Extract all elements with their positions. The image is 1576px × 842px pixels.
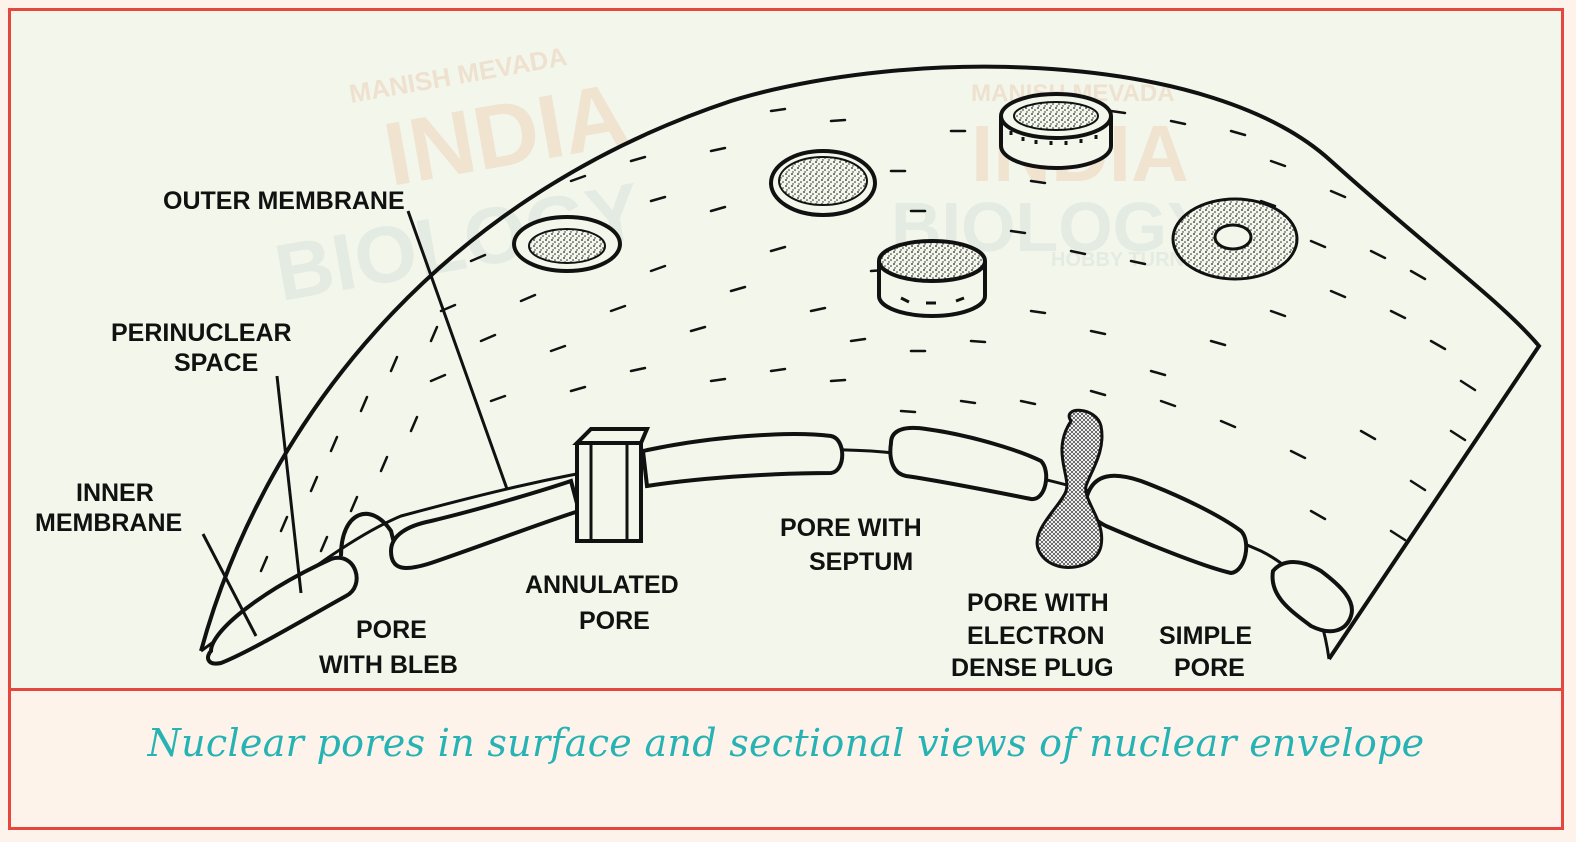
- surface-pore-ring: [1171, 197, 1299, 281]
- leader-lines: [201, 210, 509, 637]
- label-outer-membrane: OUTER MEMBRANE: [163, 187, 405, 215]
- label-inner-membrane-line1: INNER: [76, 479, 154, 507]
- section-segment-5: [1084, 473, 1249, 576]
- envelope-surface-outline: [199, 64, 1542, 661]
- section-segment-bleb: [339, 511, 398, 557]
- figure-caption: Nuclear pores in surface and sectional v…: [147, 721, 1425, 765]
- label-pore-with-bleb-line2: WITH BLEB: [319, 651, 458, 679]
- label-annulated-pore-line2: PORE: [579, 607, 650, 635]
- label-pore-with-plug-line3: DENSE PLUG: [951, 654, 1114, 682]
- section-segment-6: [1270, 560, 1354, 634]
- label-pore-with-plug-line1: PORE WITH: [967, 589, 1109, 617]
- label-annulated-pore-line1: ANNULATED: [525, 571, 679, 599]
- section-annulated-pore: [572, 427, 651, 543]
- membrane-section: [206, 425, 1354, 666]
- section-segment-1: [206, 555, 359, 666]
- surface-pore-simple: [512, 215, 622, 273]
- watermark: MANISH MEVADA INDIA BIOLOGY MANISH MEVAD…: [268, 41, 1213, 318]
- label-pore-with-septum-line1: PORE WITH: [780, 514, 922, 542]
- label-simple-pore-line1: SIMPLE: [1159, 622, 1252, 650]
- label-perinuclear-space-line1: PERINUCLEAR: [111, 319, 292, 347]
- leader-perinuclear-space: [275, 375, 303, 594]
- section-electron-dense-plug: [1035, 408, 1104, 569]
- label-pore-with-septum-line2: SEPTUM: [809, 548, 913, 576]
- label-pore-with-plug-line2: ELECTRON: [967, 622, 1105, 650]
- label-inner-membrane-line2: MEMBRANE: [35, 509, 182, 537]
- surface-pore-septum-cylinder: [999, 92, 1113, 170]
- section-segment-4: [888, 425, 1049, 501]
- diagram-panel: MANISH MEVADA INDIA BIOLOGY MANISH MEVAD…: [11, 11, 1561, 691]
- diagram-labels: OUTER MEMBRANE PERINUCLEAR SPACE INNER M…: [35, 187, 1252, 682]
- nuclear-envelope-diagram: MANISH MEVADA INDIA BIOLOGY MANISH MEVAD…: [35, 41, 1542, 682]
- leader-outer-membrane: [406, 210, 509, 490]
- figure-frame: MANISH MEVADA INDIA BIOLOGY MANISH MEVAD…: [8, 8, 1564, 830]
- surface-pore-plug-cylinder: [877, 239, 987, 318]
- label-pore-with-bleb-line1: PORE: [356, 616, 427, 644]
- label-simple-pore-line2: PORE: [1174, 654, 1245, 682]
- leader-inner-membrane: [201, 533, 258, 637]
- caption-panel: Nuclear pores in surface and sectional v…: [11, 691, 1561, 827]
- label-perinuclear-space-line2: SPACE: [174, 349, 258, 377]
- section-segment-3: [640, 432, 845, 489]
- surface-pore-annulated: [769, 149, 877, 217]
